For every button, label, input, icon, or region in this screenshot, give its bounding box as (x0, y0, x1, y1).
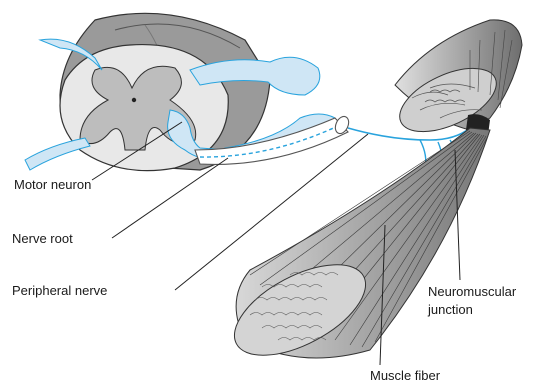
label-nerve-root: Nerve root (12, 231, 73, 246)
label-peripheral-nerve: Peripheral nerve (12, 283, 107, 298)
central-canal (132, 98, 136, 102)
label-neuromuscular-junction-line2: junction (427, 302, 473, 317)
left-ventral-root (25, 138, 90, 170)
label-neuromuscular-junction-line1: Neuromuscular (428, 284, 517, 299)
label-muscle-fiber: Muscle fiber (370, 368, 441, 383)
label-motor-neuron: Motor neuron (14, 177, 91, 192)
